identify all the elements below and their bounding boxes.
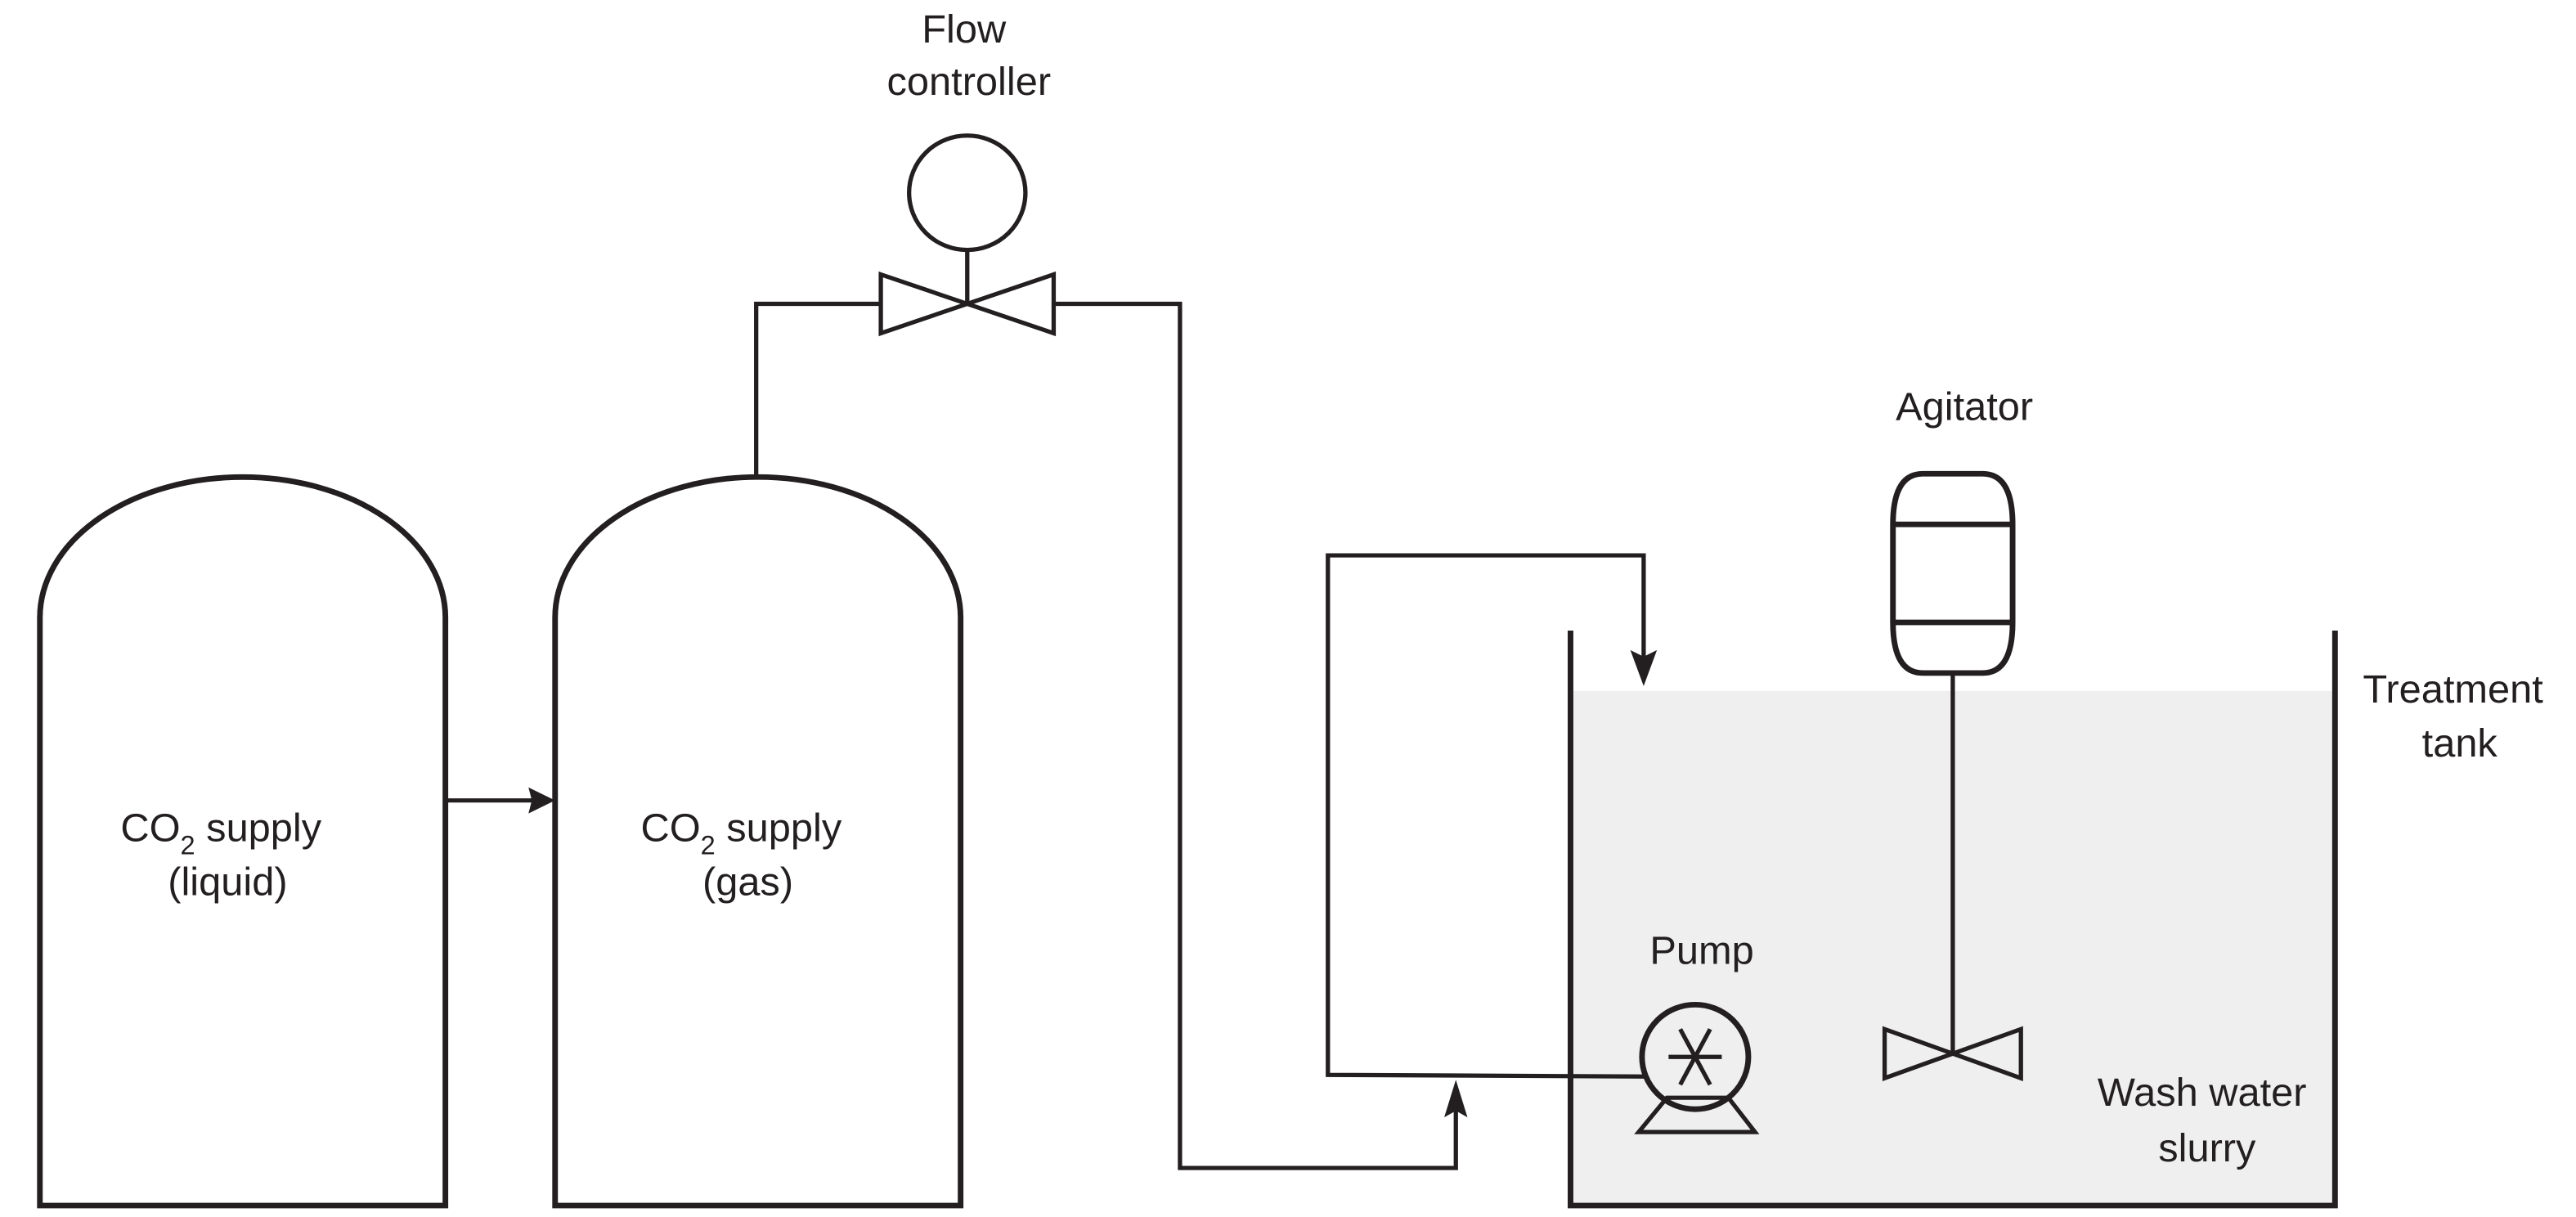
pump-label: Pump bbox=[1649, 929, 1753, 973]
wash-water-label-line2: slurry bbox=[2158, 1126, 2256, 1170]
co2-gas-label: CO2 supply bbox=[641, 806, 843, 860]
co2-liquid-label: CO2 supply bbox=[120, 806, 322, 860]
flow-controller bbox=[878, 133, 1057, 337]
recirculation-line bbox=[1326, 553, 1646, 1079]
controller-circle-icon bbox=[907, 133, 1028, 253]
co2-liquid-label-line2: (liquid) bbox=[168, 860, 287, 905]
co2-liquid-cylinder bbox=[37, 474, 449, 1209]
gas-line-in bbox=[754, 301, 882, 479]
injection-arrow bbox=[1444, 1080, 1468, 1118]
impeller-icon bbox=[1882, 1026, 2023, 1081]
pump-base-icon bbox=[1634, 1095, 1760, 1134]
flow-controller-label-line2: controller bbox=[887, 60, 1052, 104]
pump bbox=[1634, 1001, 1760, 1134]
agitator-motor-icon bbox=[1890, 470, 2016, 676]
wash-water-label: Wash water bbox=[2098, 1071, 2307, 1116]
agitator bbox=[1882, 470, 2023, 1081]
agitator-label: Agitator bbox=[1896, 385, 2033, 429]
pump-icon bbox=[1639, 1001, 1752, 1112]
flow-controller-label: Flow bbox=[922, 7, 1007, 52]
recirculation-arrow bbox=[1630, 649, 1658, 686]
gas-line-out bbox=[1053, 301, 1458, 1170]
co2-gas-cylinder bbox=[552, 474, 964, 1209]
valve-icon bbox=[878, 271, 1057, 337]
co2-gas-label-line2: (gas) bbox=[702, 860, 793, 905]
treatment-tank-walls bbox=[1568, 630, 2338, 1209]
transfer-arrow bbox=[445, 787, 555, 814]
treatment-tank-label: Treatment bbox=[2363, 667, 2543, 712]
treatment-tank-label-line2: tank bbox=[2422, 721, 2498, 766]
